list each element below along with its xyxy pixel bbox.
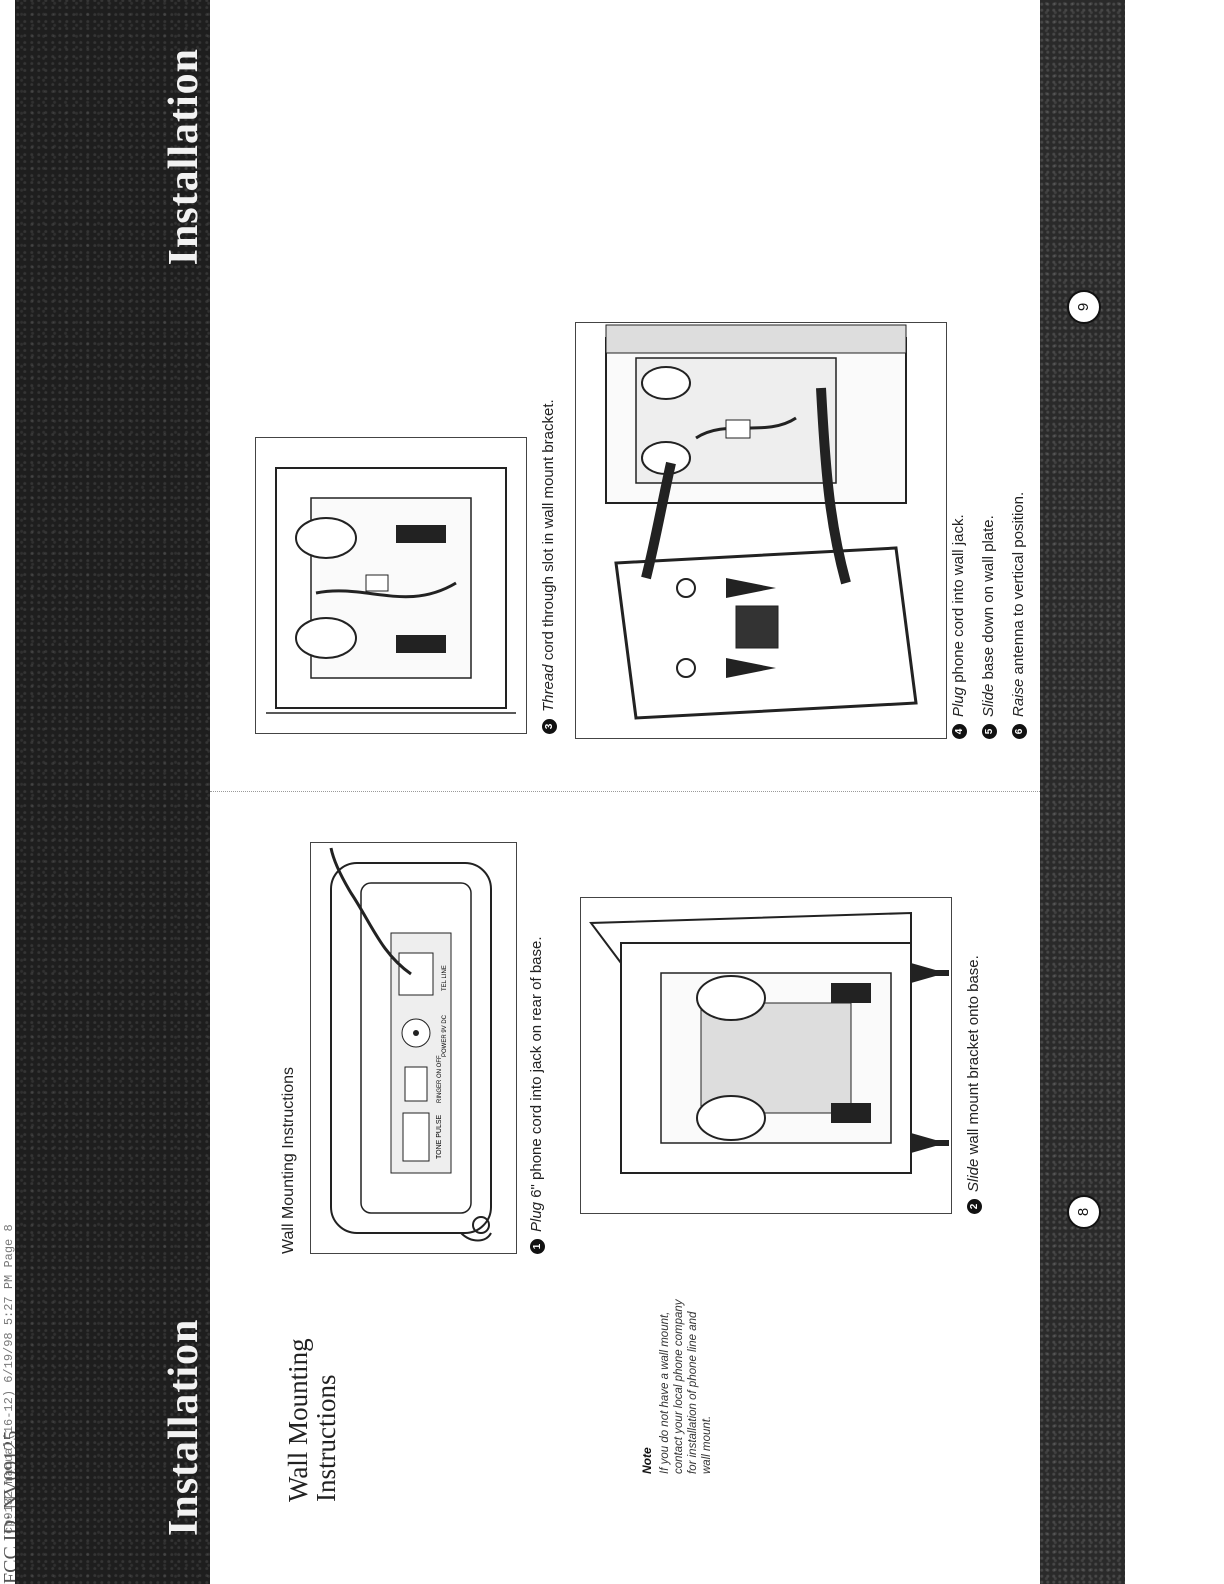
note-heading: Note xyxy=(640,1447,654,1474)
step-5-number: 5 xyxy=(982,724,997,739)
header-title-left: Installation xyxy=(161,1318,207,1536)
step-1-number: 1 xyxy=(530,1239,545,1254)
step-1-verb: Plug xyxy=(528,1201,545,1232)
wall-mount-bracket-illustration xyxy=(589,911,949,1174)
step-4-text: phone cord into wall jack. xyxy=(950,514,967,687)
step-5-text: base down on wall plate. xyxy=(980,515,997,684)
rear-of-base-illustration: TONE PULSE RINGER ON OFF POWER 9V DC TEL… xyxy=(329,847,492,1242)
footer-band xyxy=(1040,0,1125,1584)
step-1-text: 6" phone cord into jack on rear of base. xyxy=(528,936,545,1202)
step-4-caption: 4 Plug phone cord into wall jack. xyxy=(950,514,967,739)
figure-thread-cord xyxy=(255,437,527,734)
step-2-number: 2 xyxy=(967,1199,982,1214)
power-label: POWER 9V DC xyxy=(442,1014,448,1057)
step-6-caption: 6 Raise antenna to vertical position. xyxy=(1010,492,1027,739)
tel-line-label: TEL LINE xyxy=(442,965,448,991)
figure-wall-mount-bracket xyxy=(580,897,952,1214)
step-6-number: 6 xyxy=(1012,724,1027,739)
page-number-right: 9 xyxy=(1067,290,1101,324)
figure-wall-plate xyxy=(575,322,947,739)
step-1-caption: 1 Plug 6" phone cord into jack on rear of… xyxy=(528,936,545,1254)
figure-rear-of-base: TONE PULSE RINGER ON OFF POWER 9V DC TEL… xyxy=(310,842,517,1254)
section-title: Wall Mounting Instructions xyxy=(283,1338,341,1502)
step-4-verb: Plug xyxy=(950,686,967,717)
page-divider xyxy=(210,791,1040,792)
step-6-verb: Raise xyxy=(1010,678,1027,717)
wall-plate-illustration xyxy=(605,324,918,720)
subsection-title: Wall Mounting Instructions xyxy=(280,1066,297,1254)
switch-label: TONE PULSE xyxy=(436,1114,443,1159)
step-3-text: cord through slot in wall mount bracket. xyxy=(540,399,557,665)
step-3-number: 3 xyxy=(542,719,557,734)
step-6-text: antenna to vertical position. xyxy=(1010,491,1027,679)
step-5-verb: Slide xyxy=(980,683,997,717)
step-2-verb: Slide xyxy=(965,1158,982,1192)
step-3-caption: 3 Thread cord through slot in wall mount … xyxy=(540,399,557,734)
header-title-right: Installation xyxy=(161,48,207,266)
step-2-text: wall mount bracket onto base. xyxy=(965,955,982,1159)
ringer-label: RINGER ON OFF xyxy=(437,1055,443,1103)
note-body: If you do not have a wall mount, contact… xyxy=(659,1299,713,1474)
page-number-left: 8 xyxy=(1067,1195,1101,1229)
step-3-verb: Thread xyxy=(540,664,557,712)
step-4-number: 4 xyxy=(952,724,967,739)
thread-cord-illustration xyxy=(266,467,516,714)
step-2-caption: 2 Slide wall mount bracket onto base. xyxy=(965,955,982,1214)
step-5-caption: 5 Slide base down on wall plate. xyxy=(980,515,997,739)
